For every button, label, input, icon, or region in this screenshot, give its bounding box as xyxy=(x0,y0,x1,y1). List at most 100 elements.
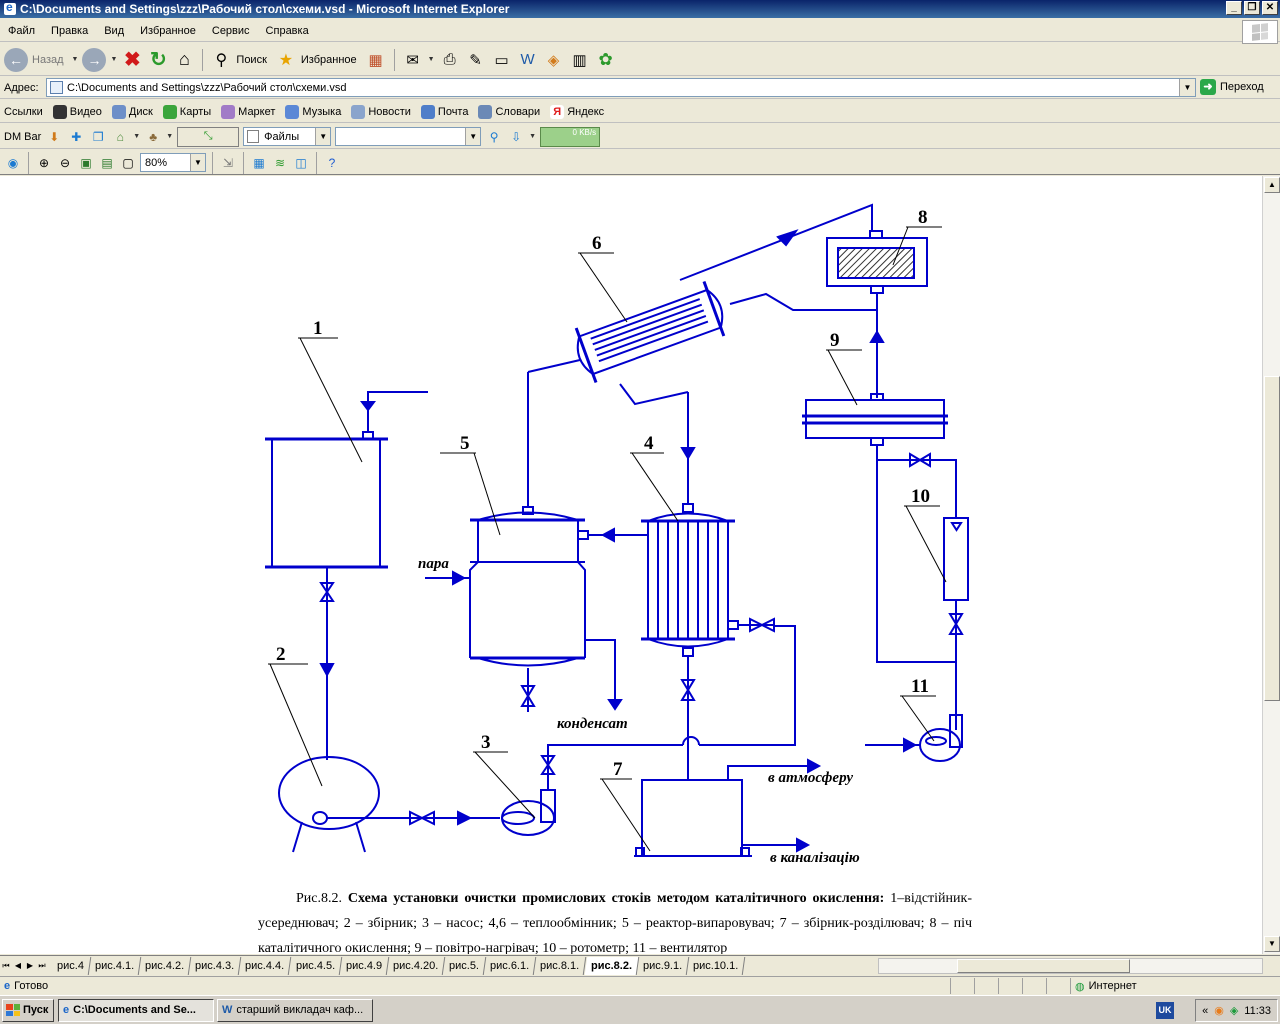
refresh-icon[interactable]: ↻ xyxy=(150,49,167,71)
files-combo[interactable]: Файлы ▼ xyxy=(243,127,332,146)
sheet-tab-label[interactable]: рис.4.5. xyxy=(295,959,335,972)
copy-icon[interactable]: ❐ xyxy=(92,129,104,144)
link-label[interactable]: Новости xyxy=(368,105,411,118)
sheet-tab[interactable]: рис.4 xyxy=(50,956,92,975)
layers-icon[interactable]: ≋ xyxy=(274,155,286,170)
link-label[interactable]: Карты xyxy=(179,105,212,118)
sheet-tab[interactable]: рис.8.1. xyxy=(534,956,587,975)
zoom-value[interactable]: 80% xyxy=(145,156,168,169)
menu-edit[interactable]: Правка xyxy=(51,24,89,37)
tray-expand-icon[interactable]: « xyxy=(1202,1004,1209,1017)
zoom-in-icon[interactable]: ⊕ xyxy=(38,155,50,170)
start-button[interactable]: Пуск xyxy=(2,998,54,1022)
sheet-tab-label[interactable]: рис.8.2. xyxy=(590,959,632,972)
word-icon[interactable]: W xyxy=(520,51,535,68)
tray-app-icon[interactable]: ◉ xyxy=(1214,1005,1224,1017)
address-value[interactable]: C:\Documents and Settings\zzz\Рабочий ст… xyxy=(67,81,347,94)
pan-zoom-icon[interactable]: ◫ xyxy=(295,155,307,170)
link-market[interactable]: Маркет xyxy=(221,104,276,119)
link-label[interactable]: Музыка xyxy=(302,105,342,118)
research-icon[interactable]: ▥ xyxy=(572,51,587,69)
task-word[interactable]: W старший викладач каф... xyxy=(217,998,373,1022)
discuss-icon[interactable]: ▭ xyxy=(494,51,509,69)
go-arrow-icon[interactable]: ➜ xyxy=(1200,79,1216,95)
task-ie[interactable]: e C:\Documents and Se... xyxy=(58,998,214,1022)
sheet-tab-label[interactable]: рис.5. xyxy=(449,959,480,972)
sheet-tab-label[interactable]: рис.4.1. xyxy=(94,959,135,972)
sheet-tab[interactable]: рис.4.5. xyxy=(289,956,343,975)
sheet-tab[interactable]: рис.4.2. xyxy=(138,956,192,975)
pan-icon[interactable]: ⇲ xyxy=(222,155,234,170)
zoom-out-icon[interactable]: ⊖ xyxy=(59,155,71,170)
go-button-label[interactable]: Переход xyxy=(1220,81,1264,93)
search-button-label[interactable]: Поиск xyxy=(236,53,267,66)
scroll-up-icon[interactable]: ▲ xyxy=(1264,177,1280,193)
search-icon[interactable]: ⚲ xyxy=(489,129,499,144)
link-maps[interactable]: Карты xyxy=(162,104,212,119)
plugin-icon[interactable]: ♣ xyxy=(149,129,158,144)
first-tab-icon[interactable]: ⏮ xyxy=(2,960,10,970)
down-arrow-icon[interactable]: ⇩ xyxy=(511,129,522,144)
forward-arrow-icon[interactable]: → xyxy=(82,47,107,72)
help-icon[interactable]: ? xyxy=(328,155,336,170)
sheet-tab[interactable]: рис.6.1. xyxy=(483,956,537,975)
icq-flower-icon[interactable]: ✿ xyxy=(598,49,613,69)
menu-file[interactable]: Файл xyxy=(8,24,36,37)
link-label[interactable]: Видео xyxy=(69,105,102,118)
link-label[interactable]: Яндекс xyxy=(567,105,605,118)
search-icon[interactable]: ⚲ xyxy=(215,51,228,69)
combo-dropdown-icon[interactable]: ▼ xyxy=(315,128,331,145)
download-icon[interactable]: ⬇ xyxy=(49,129,60,144)
plugin-dropdown-icon[interactable]: ▼ xyxy=(166,133,174,140)
fit-width-icon[interactable]: ▤ xyxy=(101,155,113,170)
sheet-tab-label[interactable]: рис.4.4. xyxy=(245,959,285,972)
visio-icon[interactable]: ◉ xyxy=(7,155,19,170)
zoom-dropdown-icon[interactable]: ▼ xyxy=(190,154,205,171)
link-label[interactable]: Маркет xyxy=(238,105,276,118)
scroll-thumb[interactable] xyxy=(1264,376,1280,701)
back-button-label[interactable]: Назад xyxy=(32,53,64,66)
prev-tab-icon[interactable]: ◀ xyxy=(14,961,22,970)
menu-tools[interactable]: Сервис xyxy=(211,24,250,37)
sheet-tab-label[interactable]: рис.4.20. xyxy=(392,959,439,972)
link-music[interactable]: Музыка xyxy=(285,104,342,119)
next-tab-icon[interactable]: ▶ xyxy=(26,961,34,970)
arrow-dropdown-icon[interactable]: ▼ xyxy=(529,133,537,140)
mail-icon[interactable]: ✉ xyxy=(406,51,419,69)
files-combo-value[interactable]: Файлы xyxy=(264,130,300,143)
sheet-tab-label[interactable]: рис.4 xyxy=(57,959,84,972)
sheet-tab-label[interactable]: рис.4.3. xyxy=(195,959,235,972)
settings-icon[interactable]: ⌂ xyxy=(116,129,124,144)
sheet-tab[interactable]: рис.8.2. xyxy=(584,956,639,975)
history-icon[interactable]: ▦ xyxy=(368,51,383,69)
scroll-down-icon[interactable]: ▼ xyxy=(1264,936,1280,952)
horizontal-scrollbar[interactable] xyxy=(878,958,1263,974)
close-button[interactable]: ✕ xyxy=(1262,1,1278,15)
sheet-tab[interactable]: рис.4.3. xyxy=(189,956,242,975)
address-input[interactable]: C:\Documents and Settings\zzz\Рабочий ст… xyxy=(46,78,1196,97)
link-label[interactable]: Почта xyxy=(437,105,469,118)
sheet-tab[interactable]: рис.4.1. xyxy=(88,956,142,975)
sheet-tab[interactable]: рис.5. xyxy=(442,956,487,975)
sheet-tab[interactable]: рис.9.1. xyxy=(636,956,690,975)
sheet-tab-label[interactable]: рис.4.2. xyxy=(145,959,185,972)
link-label[interactable]: Диск xyxy=(128,105,153,118)
cursor-tool-button[interactable]: ⤡ xyxy=(177,126,240,147)
link-news[interactable]: Новости xyxy=(351,104,411,119)
favorites-star-icon[interactable]: ★ xyxy=(278,51,294,69)
menu-view[interactable]: Вид xyxy=(104,24,125,37)
language-indicator[interactable]: UK xyxy=(1156,1002,1174,1019)
sheet-tab-label[interactable]: рис.6.1. xyxy=(490,959,530,972)
dm-dropdown-icon[interactable]: ▼ xyxy=(133,133,141,140)
menu-favorites[interactable]: Избранное xyxy=(140,24,196,37)
link-label[interactable]: Словари xyxy=(495,105,541,118)
actual-size-icon[interactable]: ▢ xyxy=(122,155,134,170)
sheet-tab[interactable]: рис.4.4. xyxy=(239,956,292,975)
go-button[interactable]: ➜ Переход xyxy=(1200,79,1264,95)
home-icon[interactable]: ⌂ xyxy=(178,49,190,69)
task-label[interactable]: старший викладач каф... xyxy=(236,1004,364,1016)
last-tab-icon[interactable]: ⏭ xyxy=(38,960,46,970)
sheet-tab-label[interactable]: рис.8.1. xyxy=(540,959,580,972)
address-dropdown-icon[interactable]: ▼ xyxy=(1179,79,1195,96)
